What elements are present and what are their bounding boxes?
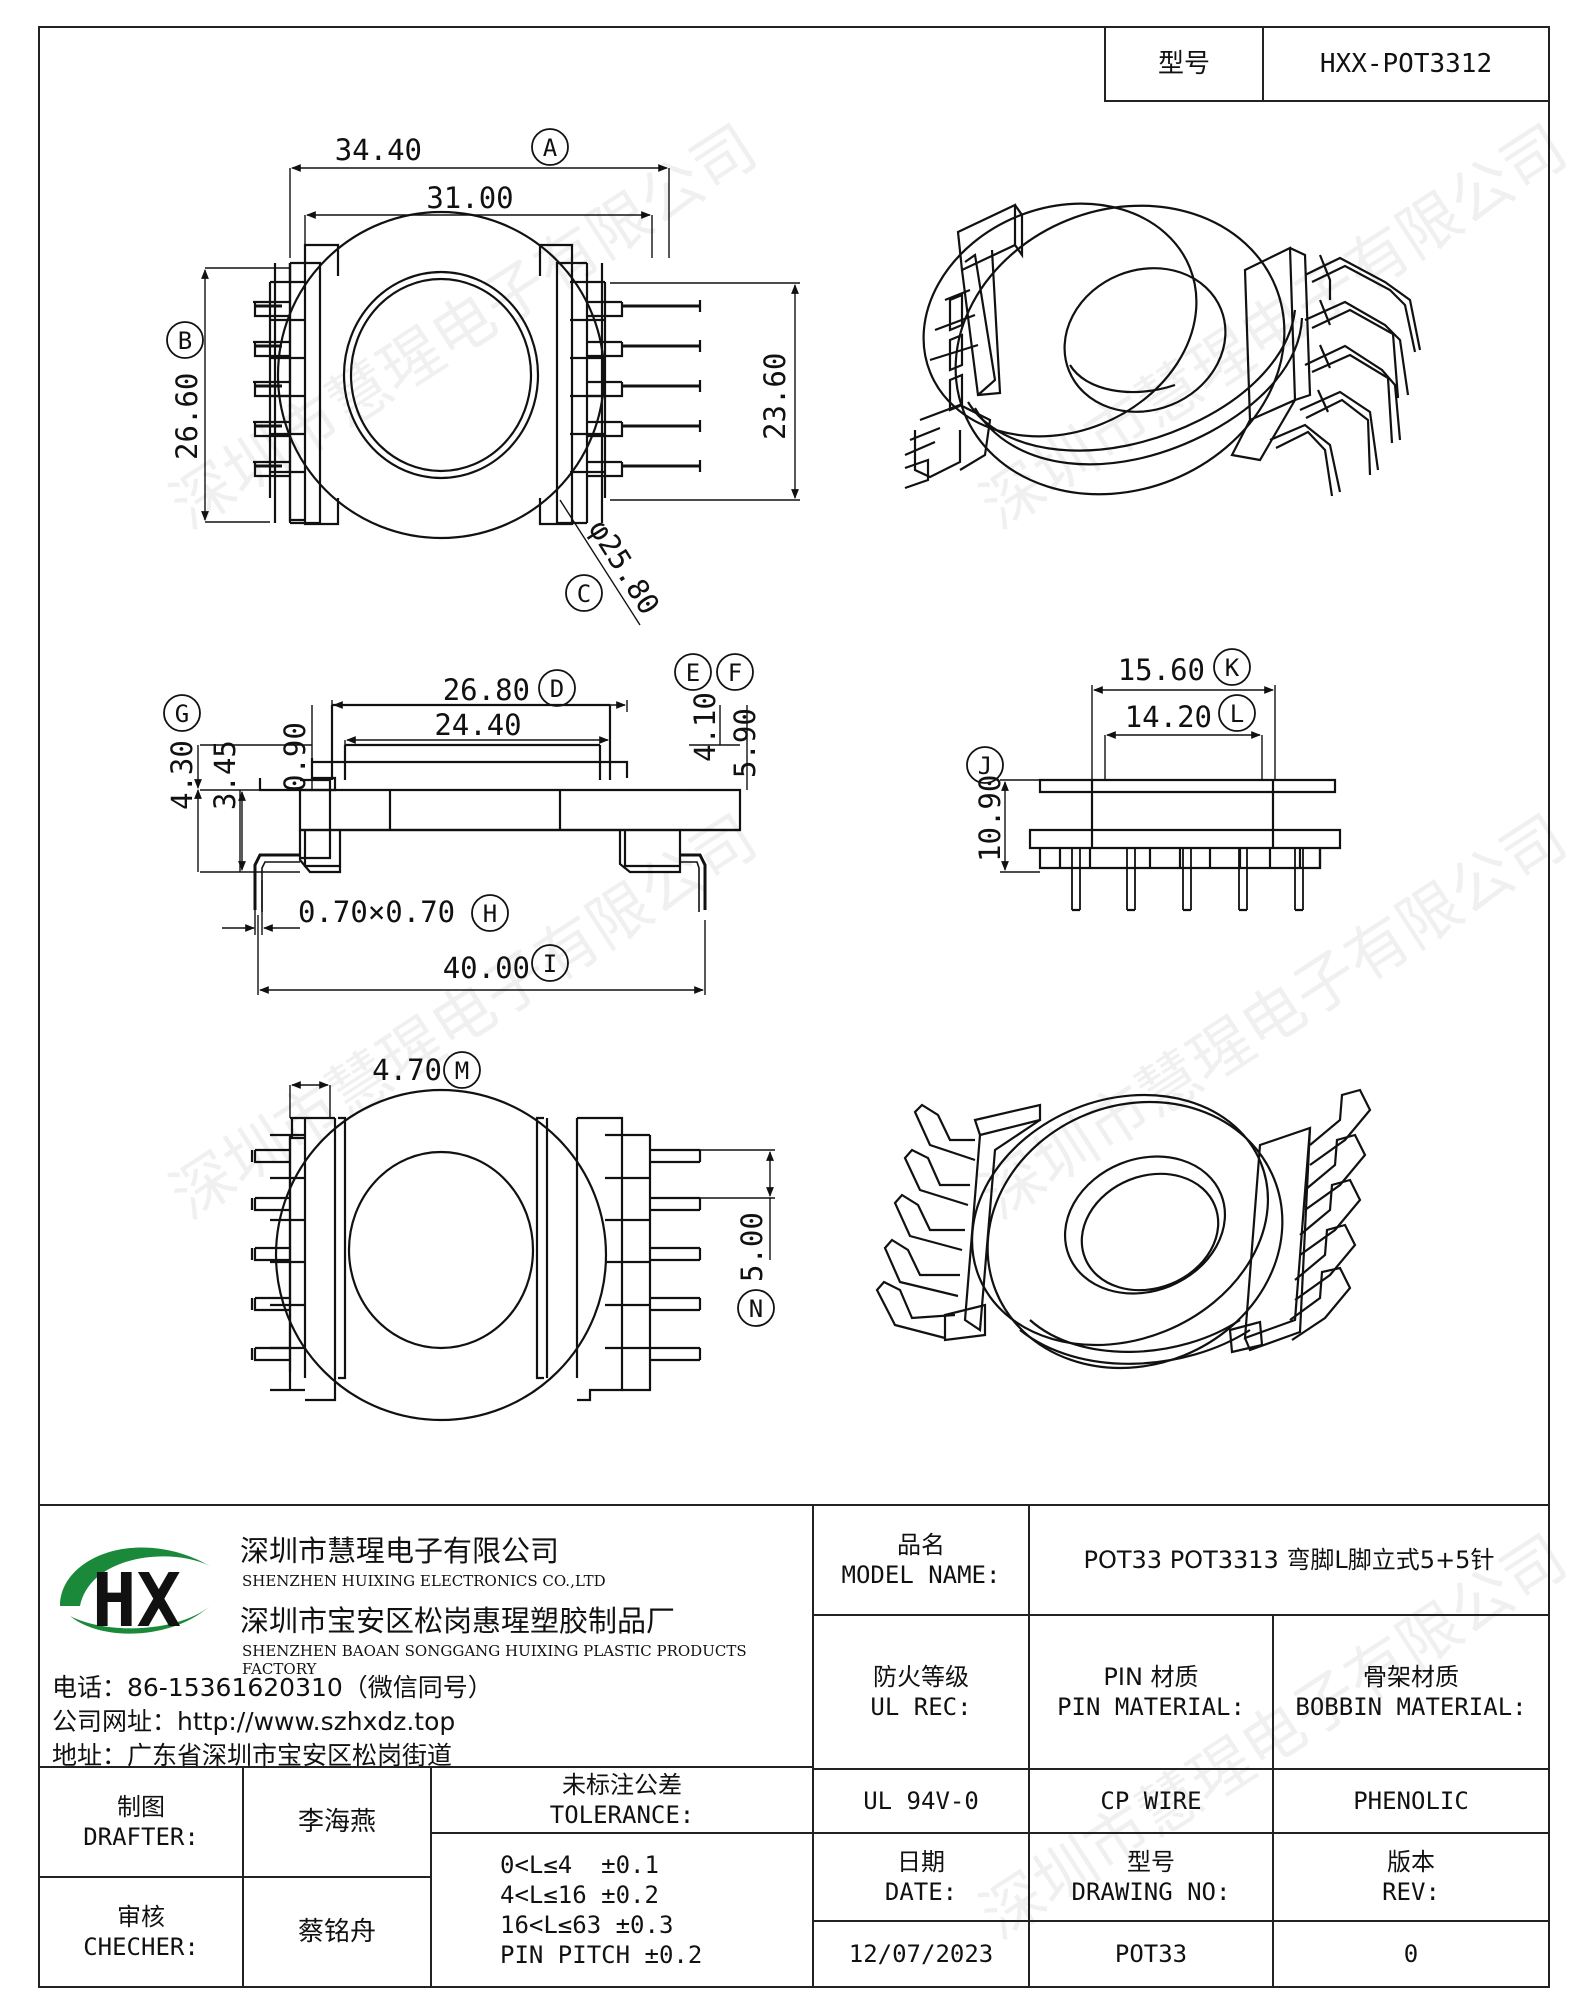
tolerance-label-en: TOLERANCE: <box>549 1801 695 1829</box>
drafter-label-cn: 制图 <box>117 1793 165 1821</box>
isometric-view-bottom <box>875 1088 1372 1370</box>
bottom-view <box>250 1088 702 1422</box>
dim-a-value: 34.40 <box>335 133 422 167</box>
model-name-label: 品名 MODEL NAME: <box>812 1504 1030 1616</box>
pin-material-label-cn: PIN 材质 <box>1103 1663 1199 1691</box>
checker-value: 蔡铭舟 <box>242 1876 432 1988</box>
factory-name-en: SHENZHEN BAOAN SONGGANG HUIXING PLASTIC … <box>242 1642 747 1678</box>
dim-b-value: 26.60 <box>170 373 204 460</box>
date-value: 12/07/2023 <box>812 1920 1030 1988</box>
marker-b: B <box>178 327 192 355</box>
date-label: 日期 DATE: <box>812 1832 1030 1922</box>
end-view <box>1028 778 1342 912</box>
marker-h: H <box>483 900 497 928</box>
bobbin-material-label-en: BOBBIN MATERIAL: <box>1295 1693 1527 1721</box>
marker-d: D <box>550 675 564 703</box>
ul-rec-value: UL 94V-0 <box>812 1768 1030 1834</box>
checker-label-cn: 审核 <box>117 1903 165 1931</box>
dim-l-value: 14.20 <box>1125 700 1212 734</box>
tolerance-label-cn: 未标注公差 <box>562 1771 682 1799</box>
dim-c-value: φ25.80 <box>582 514 666 621</box>
marker-g: G <box>175 700 189 728</box>
marker-i: I <box>543 950 557 978</box>
ul-rec-label: 防火等级 UL REC: <box>812 1614 1030 1770</box>
marker-f: F <box>728 659 742 687</box>
dim-f-value: 5.90 <box>728 708 762 778</box>
marker-a: A <box>543 134 558 162</box>
company-panel: HX 深圳市慧瑆电子有限公司 SHENZHEN HUIXING ELECTRON… <box>38 1504 814 1770</box>
marker-j: J <box>978 752 992 780</box>
company-name-cn: 深圳市慧瑆电子有限公司 <box>240 1534 560 1568</box>
bobbin-material-value: PHENOLIC <box>1272 1768 1550 1834</box>
checker-label: 审核 CHECHER: <box>38 1876 244 1988</box>
rev-label: 版本 REV: <box>1272 1832 1550 1922</box>
date-label-cn: 日期 <box>897 1848 945 1876</box>
dim-31-value: 31.00 <box>426 181 513 215</box>
ul-rec-label-cn: 防火等级 <box>873 1663 969 1691</box>
dim-h-value: 0.70×0.70 <box>298 895 455 929</box>
dim-090-value: 0.90 <box>278 722 312 792</box>
marker-l: L <box>1230 700 1244 728</box>
top-view <box>253 210 702 540</box>
dim-n-value: 5.00 <box>735 1212 769 1282</box>
dim-2440-value: 24.40 <box>434 708 521 742</box>
rev-value: 0 <box>1272 1920 1550 1988</box>
tolerance-row: 16<L≤63 ±0.3 <box>500 1911 674 1939</box>
company-logo: HX <box>60 1547 210 1644</box>
drawing-no-label-cn: 型号 <box>1127 1848 1175 1876</box>
dim-d-value: 26.80 <box>443 673 530 707</box>
drafter-value: 李海燕 <box>242 1766 432 1878</box>
marker-c: C <box>577 580 591 608</box>
reference-markers: A B C D E F G H I K L J M N <box>163 128 1256 1327</box>
drawing-no-value: POT33 <box>1028 1920 1274 1988</box>
dim-g-value: 4.30 <box>165 740 199 810</box>
marker-e: E <box>686 659 700 687</box>
dim-e-value: 4.10 <box>688 692 722 762</box>
marker-n: N <box>749 1295 763 1323</box>
rev-label-en: REV: <box>1382 1878 1440 1906</box>
bobbin-material-label: 骨架材质 BOBBIN MATERIAL: <box>1272 1614 1550 1770</box>
pin-material-value: CP WIRE <box>1028 1768 1274 1834</box>
tolerance-label: 未标注公差 TOLERANCE: <box>430 1766 814 1834</box>
drafter-label-en: DRAFTER: <box>83 1823 199 1851</box>
model-name-value: POT33 POT3313 弯脚L脚立式5+5针 <box>1028 1504 1550 1616</box>
dim-j-value: 10.90 <box>973 775 1007 862</box>
dim-i-value: 40.00 <box>443 951 530 985</box>
tolerance-table: 0<L≤4 ±0.1 4<L≤16 ±0.2 16<L≤63 ±0.3 PIN … <box>430 1832 814 1988</box>
marker-k: K <box>1225 654 1240 682</box>
pin-material-label: PIN 材质 PIN MATERIAL: <box>1028 1614 1274 1770</box>
drafter-label: 制图 DRAFTER: <box>38 1766 244 1878</box>
logo-text: HX <box>92 1558 181 1644</box>
company-phone: 电话：86-15361620310（微信同号） <box>52 1673 493 1702</box>
technical-drawing: 34.40 31.00 26.60 23.60 φ25.80 26.80 24.… <box>163 128 1422 1422</box>
ul-rec-label-en: UL REC: <box>870 1693 972 1721</box>
dim-k-value: 15.60 <box>1118 653 1205 687</box>
pin-material-label-en: PIN MATERIAL: <box>1057 1693 1245 1721</box>
dim-345-value: 3.45 <box>208 740 242 810</box>
tolerance-row: 0<L≤4 ±0.1 <box>500 1851 659 1879</box>
drawing-no-label: 型号 DRAWING NO: <box>1028 1832 1274 1922</box>
rev-label-cn: 版本 <box>1387 1848 1435 1876</box>
checker-label-en: CHECHER: <box>83 1933 199 1961</box>
isometric-view-top <box>904 202 1422 497</box>
model-name-label-en: MODEL NAME: <box>841 1561 1001 1589</box>
date-label-en: DATE: <box>884 1878 958 1906</box>
company-name-en: SHENZHEN HUIXING ELECTRONICS CO.,LTD <box>242 1572 606 1590</box>
model-name-label-cn: 品名 <box>897 1531 945 1559</box>
bobbin-material-label-cn: 骨架材质 <box>1363 1663 1459 1691</box>
company-website: 公司网址：http://www.szhxdz.top <box>52 1707 456 1736</box>
tolerance-row: 4<L≤16 ±0.2 <box>500 1881 659 1909</box>
dim-m-value: 4.70 <box>372 1053 442 1087</box>
drawing-no-label-en: DRAWING NO: <box>1071 1878 1231 1906</box>
dim-2360-value: 23.60 <box>758 353 792 440</box>
header-model-value: HXX-POT3312 <box>1262 26 1550 102</box>
company-address: 地址：广东省深圳市宝安区松岗街道 <box>52 1741 453 1770</box>
marker-m: M <box>455 1057 469 1085</box>
tolerance-row: PIN PITCH ±0.2 <box>500 1941 703 1969</box>
factory-name-cn: 深圳市宝安区松岗惠瑆塑胶制品厂 <box>240 1604 676 1638</box>
